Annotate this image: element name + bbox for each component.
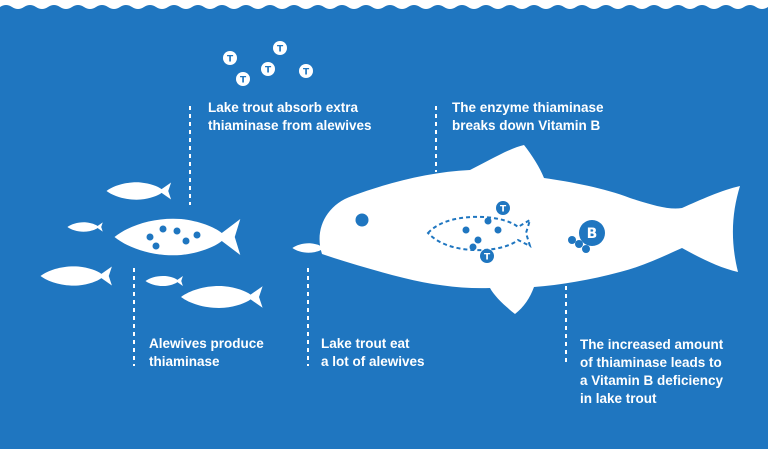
- thiaminase-molecule-icon: [159, 225, 167, 233]
- label-absorb: Lake trout absorb extra thiaminase from …: [208, 99, 372, 135]
- thiaminase-molecule-icon: [494, 226, 502, 234]
- thiaminase-molecule-icon: [568, 236, 576, 244]
- label-eat-line1: Lake trout eat: [321, 336, 410, 351]
- thiaminase-molecule-icon: T: [480, 249, 494, 263]
- alewife-fish-icon: [114, 218, 241, 256]
- label-produce-line1: Alewives produce: [149, 336, 264, 351]
- label-deficiency-line2: of thiaminase leads to: [580, 355, 722, 370]
- thiaminase-molecule-icon: T: [273, 41, 287, 55]
- thiaminase-molecule-icon: T: [261, 62, 275, 76]
- thiaminase-molecule-icon: [193, 231, 201, 239]
- svg-text:T: T: [240, 76, 247, 86]
- label-enzyme-line2: breaks down Vitamin B: [452, 118, 601, 133]
- label-produce: Alewives produce thiaminase: [149, 335, 264, 371]
- alewife-school: [40, 182, 328, 308]
- thiaminase-molecule-icon: [462, 226, 470, 234]
- alewife-fish-icon: [181, 286, 263, 308]
- label-produce-line2: thiaminase: [149, 354, 220, 369]
- thiaminase-molecule-icon: [182, 237, 190, 245]
- label-absorb-line1: Lake trout absorb extra: [208, 100, 359, 115]
- thiaminase-molecule-icon: T: [496, 201, 510, 215]
- label-eat: Lake trout eat a lot of alewives: [321, 335, 425, 371]
- thiaminase-molecule-icon: [582, 245, 590, 253]
- thiaminase-molecule-icon: [484, 217, 492, 225]
- alewife-fish-icon: [67, 222, 103, 232]
- svg-text:T: T: [227, 55, 234, 65]
- svg-text:T: T: [277, 45, 284, 55]
- label-absorb-line2: thiaminase from alewives: [208, 118, 372, 133]
- swallowed-alewife-outline: [426, 215, 532, 252]
- thiaminase-molecule-icon: [469, 243, 477, 251]
- thiaminase-molecule-icon: T: [223, 51, 237, 65]
- alewife-fish-icon: [145, 275, 183, 287]
- floating-molecules: T T T T T: [223, 41, 313, 86]
- thiaminase-molecule-icon: [146, 233, 154, 241]
- label-deficiency-line4: in lake trout: [580, 391, 657, 406]
- svg-text:T: T: [265, 66, 272, 76]
- thiaminase-molecule-icon: [474, 236, 482, 244]
- thiaminase-molecule-icon: T: [236, 72, 250, 86]
- trout-eye: [355, 213, 369, 227]
- thiaminase-molecule-icon: [152, 242, 160, 250]
- svg-text:T: T: [500, 205, 507, 215]
- vitamin-b-icon: B: [579, 220, 605, 246]
- alewife-fish-icon: [40, 266, 112, 286]
- thiaminase-molecule-icon: [575, 240, 583, 248]
- wave-border-icon: [0, 0, 768, 9]
- thiaminase-molecule-icon: [173, 227, 181, 235]
- svg-text:T: T: [484, 253, 491, 263]
- label-eat-line2: a lot of alewives: [321, 354, 425, 369]
- svg-text:T: T: [303, 68, 310, 78]
- label-enzyme-line1: The enzyme thiaminase: [452, 100, 604, 115]
- svg-text:B: B: [587, 226, 598, 242]
- thiaminase-molecule-icon: T: [299, 64, 313, 78]
- label-deficiency-line1: The increased amount: [580, 337, 724, 352]
- alewife-thiaminase: [146, 225, 201, 250]
- label-deficiency: The increased amount of thiaminase leads…: [580, 336, 723, 408]
- lake-trout-icon: T T B: [319, 145, 740, 314]
- label-enzyme: The enzyme thiaminase breaks down Vitami…: [452, 99, 604, 135]
- label-deficiency-line3: a Vitamin B deficiency: [580, 373, 724, 388]
- alewife-fish-icon: [106, 182, 172, 200]
